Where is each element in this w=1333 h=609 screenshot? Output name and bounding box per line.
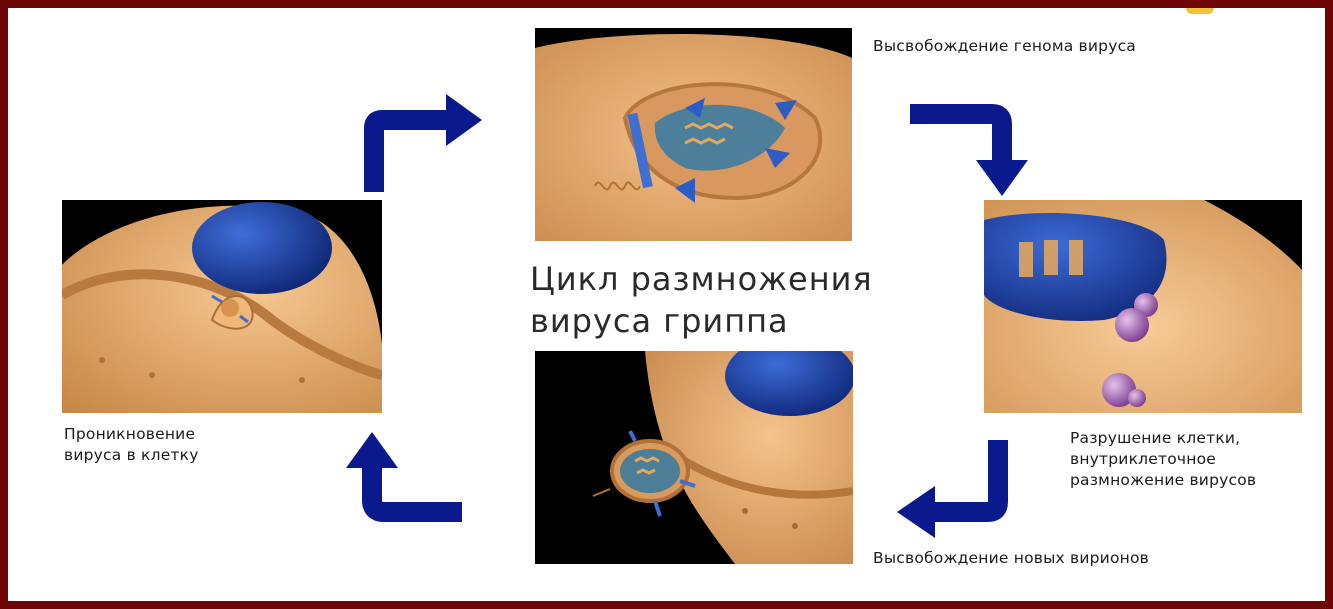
diagram-title-line-1: Цикл размножения: [530, 258, 890, 300]
panel-virion-release-image: [535, 351, 853, 564]
arrow-replication-to-virion-icon: [893, 438, 1018, 548]
diagram-title: Цикл размножения вируса гриппа: [530, 258, 890, 342]
label-genome-release: Высвобождение генома вируса: [873, 36, 1136, 57]
panel-penetration-image: [62, 200, 382, 413]
panel-genome-release-image: [535, 28, 852, 241]
diagram-frame: Проникновение вируса в клетку Высвобожде: [8, 8, 1325, 601]
label-replication: Разрушение клетки, внутриклеточное размн…: [1070, 428, 1256, 491]
label-penetration: Проникновение вируса в клетку: [64, 424, 199, 466]
arrow-genome-to-replication-icon: [908, 100, 1033, 200]
diagram-title-line-2: вируса гриппа: [530, 300, 890, 342]
arrow-penetration-to-genome-icon: [360, 84, 485, 194]
decorative-top-mark: [1186, 8, 1214, 14]
arrow-virion-to-penetration-icon: [344, 428, 469, 528]
panel-replication-image: [984, 200, 1302, 413]
label-virion-release: Высвобождение новых вирионов: [873, 548, 1149, 569]
